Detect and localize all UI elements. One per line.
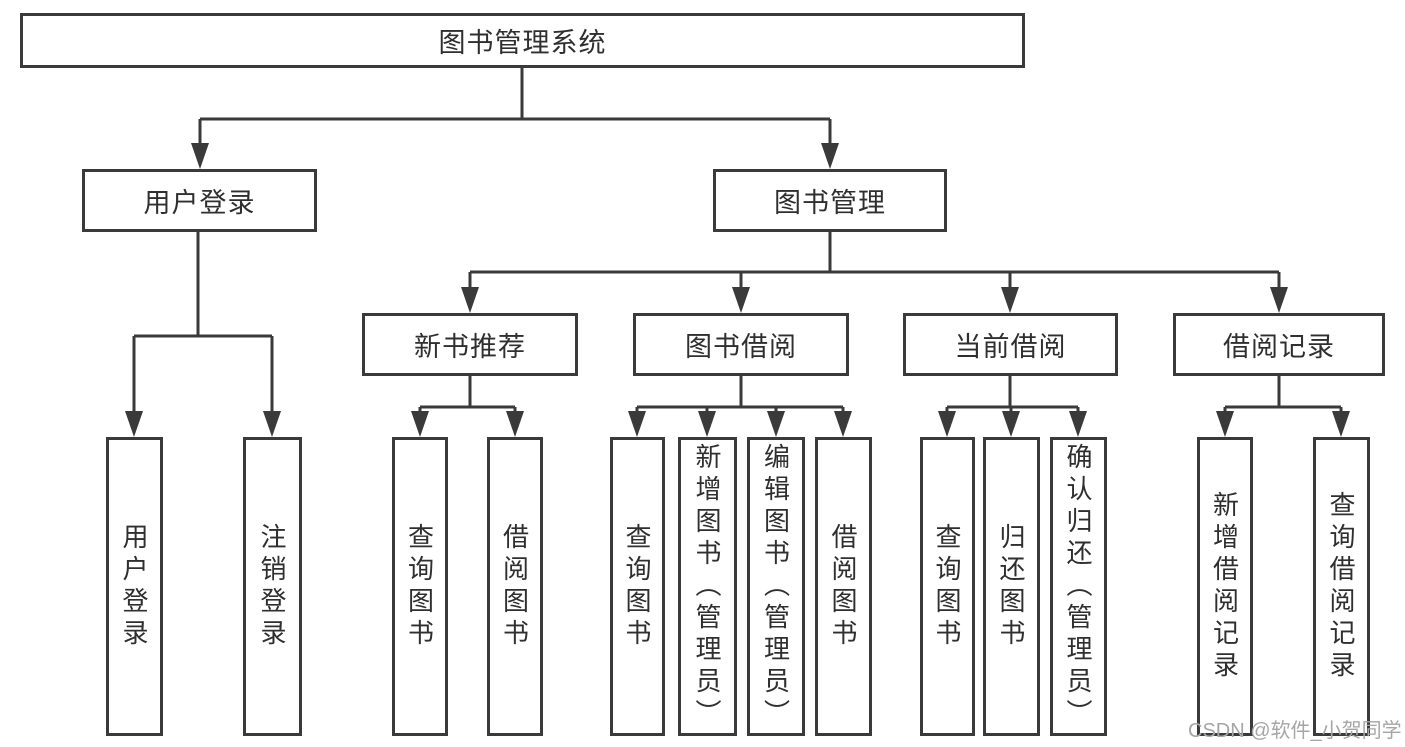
- node-current-borrow-label: 当前借阅: [954, 332, 1067, 362]
- leaf-add-borrow-record: 新增借阅记录: [1197, 437, 1253, 736]
- leaf-add-book-admin: 新增图书（管理员）: [678, 437, 737, 736]
- node-borrow-records-label: 借阅记录: [1223, 332, 1335, 362]
- leaf-user-login: 用户登录: [106, 437, 163, 736]
- leaf-return-book-label: 归还图书: [996, 522, 1026, 651]
- node-root-label: 图书管理系统: [438, 28, 607, 58]
- csdn-watermark: CSDN @软件_小贺同学: [1188, 720, 1402, 742]
- leaf-query-books-recommend: 查询图书: [392, 437, 448, 736]
- node-current-borrow: 当前借阅: [903, 313, 1118, 376]
- node-root: 图书管理系统: [20, 13, 1025, 68]
- node-book-management-label: 图书管理: [774, 188, 886, 218]
- leaf-borrow-books-label: 借阅图书: [828, 522, 858, 651]
- leaf-borrow-books-recommend: 借阅图书: [487, 437, 543, 736]
- node-book-borrow: 图书借阅: [633, 313, 849, 376]
- node-book-management: 图书管理: [713, 169, 947, 232]
- leaf-query-borrow-record: 查询借阅记录: [1313, 437, 1370, 736]
- leaf-query-books-current: 查询图书: [920, 437, 975, 736]
- leaf-confirm-return-admin-label: 确认归还（管理员）: [1063, 442, 1093, 731]
- leaf-query-borrow-record-label: 查询借阅记录: [1326, 490, 1356, 683]
- leaf-add-borrow-record-label: 新增借阅记录: [1209, 490, 1240, 683]
- node-user-login: 用户登录: [82, 169, 317, 232]
- leaf-edit-book-admin: 编辑图书（管理员）: [747, 437, 805, 736]
- leaf-logout: 注销登录: [243, 437, 302, 736]
- node-new-book-recommend-label: 新书推荐: [414, 332, 526, 362]
- node-user-login-label: 用户登录: [143, 188, 256, 218]
- node-new-book-recommend: 新书推荐: [362, 313, 578, 376]
- leaf-return-book: 归还图书: [983, 437, 1040, 736]
- leaf-query-books-borrow: 查询图书: [610, 437, 665, 736]
- node-borrow-records: 借阅记录: [1173, 313, 1385, 376]
- leaf-query-books-borrow-label: 查询图书: [622, 522, 652, 651]
- leaf-edit-book-admin-label: 编辑图书（管理员）: [760, 442, 791, 731]
- leaf-logout-label: 注销登录: [257, 522, 287, 651]
- leaf-borrow-books-recommend-label: 借阅图书: [499, 522, 530, 651]
- leaf-query-books-recommend-label: 查询图书: [404, 522, 435, 651]
- leaf-confirm-return-admin: 确认归还（管理员）: [1050, 437, 1107, 736]
- leaf-query-books-current-label: 查询图书: [932, 522, 962, 651]
- leaf-user-login-label: 用户登录: [119, 522, 149, 651]
- leaf-borrow-books: 借阅图书: [815, 437, 872, 736]
- leaf-add-book-admin-label: 新增图书（管理员）: [692, 442, 722, 731]
- node-book-borrow-label: 图书借阅: [685, 332, 797, 362]
